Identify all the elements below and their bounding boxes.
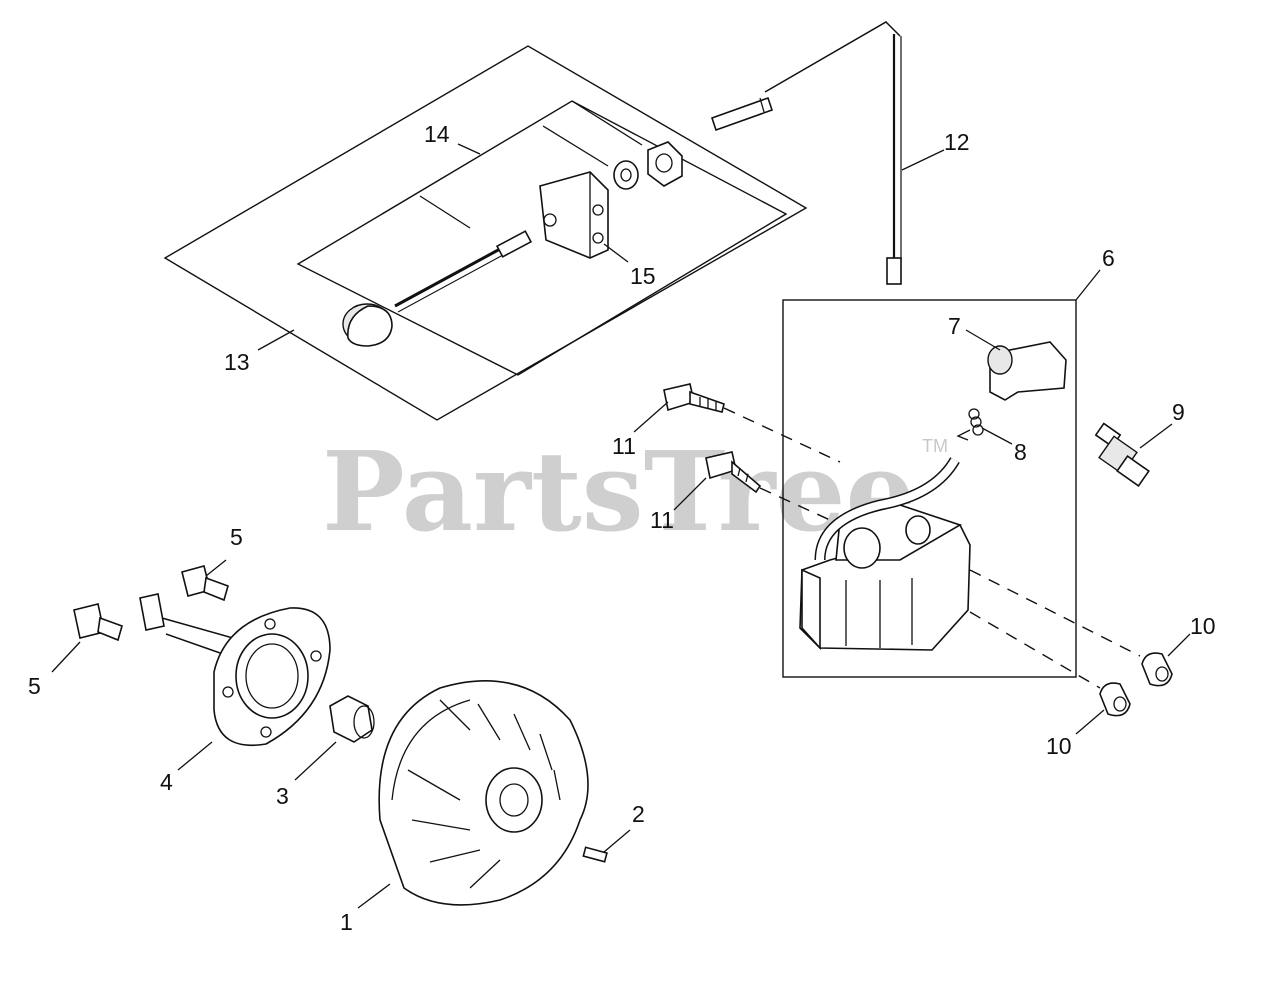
callout-8: 8: [1014, 439, 1027, 465]
callout-5-lower: 5: [28, 673, 41, 699]
callout-15: 15: [630, 263, 656, 289]
washer-nut-part: [613, 141, 683, 190]
callout-1: 1: [340, 909, 353, 935]
hub-plate-part: [139, 593, 331, 746]
ignition-coil-assembly-group: [782, 299, 1077, 678]
callout-12: 12: [944, 129, 970, 155]
stop-switch-kit-group: [163, 45, 808, 421]
key-part: [582, 846, 608, 863]
callout-11-lower: 11: [650, 507, 674, 533]
spark-plug-part: [1094, 422, 1150, 487]
callout-14: 14: [424, 121, 450, 147]
callout-7: 7: [948, 313, 961, 339]
watermark-trademark: TM: [922, 436, 948, 456]
screw-upper-part: [181, 565, 229, 602]
flywheel-part: [378, 680, 589, 906]
callout-10-left: 10: [1046, 733, 1072, 759]
stop-wire-part: [710, 21, 902, 285]
screw-lower-part: [73, 603, 123, 642]
kit-outer-box: [163, 45, 808, 421]
callout-4: 4: [160, 769, 173, 795]
stop-switch-part: [342, 230, 533, 347]
plug-cap-part: [987, 341, 1067, 401]
bolt-upper-part: [663, 383, 725, 413]
callout-10-right: 10: [1190, 613, 1216, 639]
callout-9: 9: [1172, 399, 1185, 425]
watermark-text: PartsTree: [322, 427, 916, 556]
spring-part: [956, 408, 984, 441]
callout-3: 3: [276, 783, 289, 809]
spacer-right-part: [1141, 652, 1173, 687]
callout-13: 13: [224, 349, 250, 375]
bolt-lower-part: [705, 451, 762, 494]
leader-lines: [51, 143, 1191, 909]
callout-5-upper: 5: [230, 524, 243, 550]
kit-inner-box: [296, 100, 788, 376]
callout-6: 6: [1102, 245, 1115, 271]
bracket-part: [539, 171, 609, 259]
flange-nut-part: [329, 695, 375, 743]
callout-11-upper: 11: [612, 433, 636, 459]
ignition-box: [782, 299, 1077, 678]
spacer-left-part: [1099, 682, 1131, 717]
callout-2: 2: [632, 801, 645, 827]
